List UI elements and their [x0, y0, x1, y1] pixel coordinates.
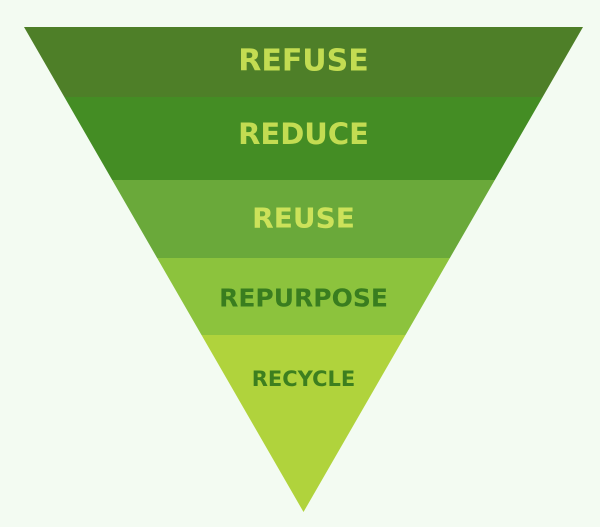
pyramid-bands	[24, 27, 583, 512]
pyramid-band-recycle	[201, 335, 406, 512]
pyramid-label-repurpose: REPURPOSE	[219, 284, 388, 313]
pyramid-label-reduce: REDUCE	[238, 117, 369, 151]
pyramid-labels: REFUSE REDUCE REUSE REPURPOSE RECYCLE	[219, 44, 388, 392]
pyramid-label-reuse: REUSE	[252, 202, 355, 235]
pyramid-band-repurpose	[157, 258, 450, 335]
pyramid-band-reuse	[112, 180, 495, 258]
pyramid-label-refuse: REFUSE	[238, 44, 369, 79]
pyramid-label-recycle: RECYCLE	[252, 367, 356, 391]
pyramid-band-refuse	[24, 27, 583, 97]
pyramid-band-reduce	[64, 97, 543, 180]
